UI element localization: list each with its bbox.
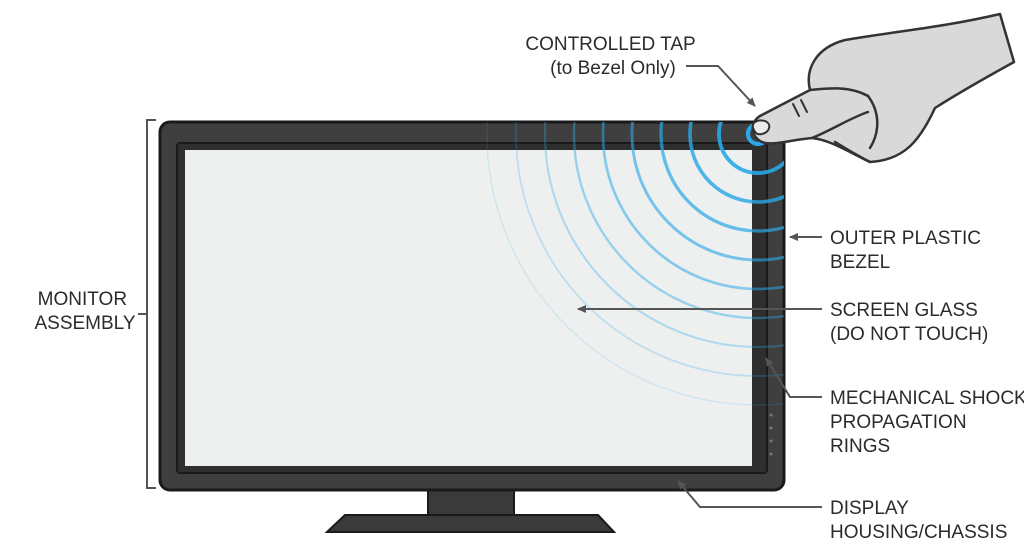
shock-ring xyxy=(486,122,784,406)
leader-housing xyxy=(677,480,822,508)
bezel-indicator-dots xyxy=(769,413,773,456)
leader-controlled-tap xyxy=(686,65,756,107)
shock-ring xyxy=(630,122,784,262)
shock-ring xyxy=(572,122,784,320)
shock-ring xyxy=(543,122,784,349)
leader-lines xyxy=(577,65,822,508)
monitor-assembly-bracket xyxy=(138,119,156,489)
stand-base xyxy=(324,514,617,533)
label-monitor-assembly: MONITOR ASSEMBLY xyxy=(34,289,135,334)
label-outer-bezel: OUTER PLASTIC BEZEL xyxy=(830,228,986,273)
shock-ring xyxy=(659,122,784,233)
label-housing: DISPLAY HOUSING/CHASSIS xyxy=(830,498,1007,543)
hand-pointer-icon xyxy=(751,12,1016,164)
monitor-stand xyxy=(324,486,617,533)
shock-ring xyxy=(601,122,784,291)
shock-rings-icon xyxy=(486,122,784,406)
leader-shock-rings xyxy=(765,357,822,398)
shock-ring xyxy=(688,122,784,204)
label-controlled-tap: CONTROLLED TAP (to Bezel Only) xyxy=(525,34,700,79)
label-screen-glass: SCREEN GLASS (DO NOT TOUCH) xyxy=(830,300,988,345)
label-shock-rings: MECHANICAL SHOCK PROPAGATION RINGS xyxy=(830,388,1024,457)
shock-ring xyxy=(717,122,784,175)
shock-ring xyxy=(515,122,784,377)
